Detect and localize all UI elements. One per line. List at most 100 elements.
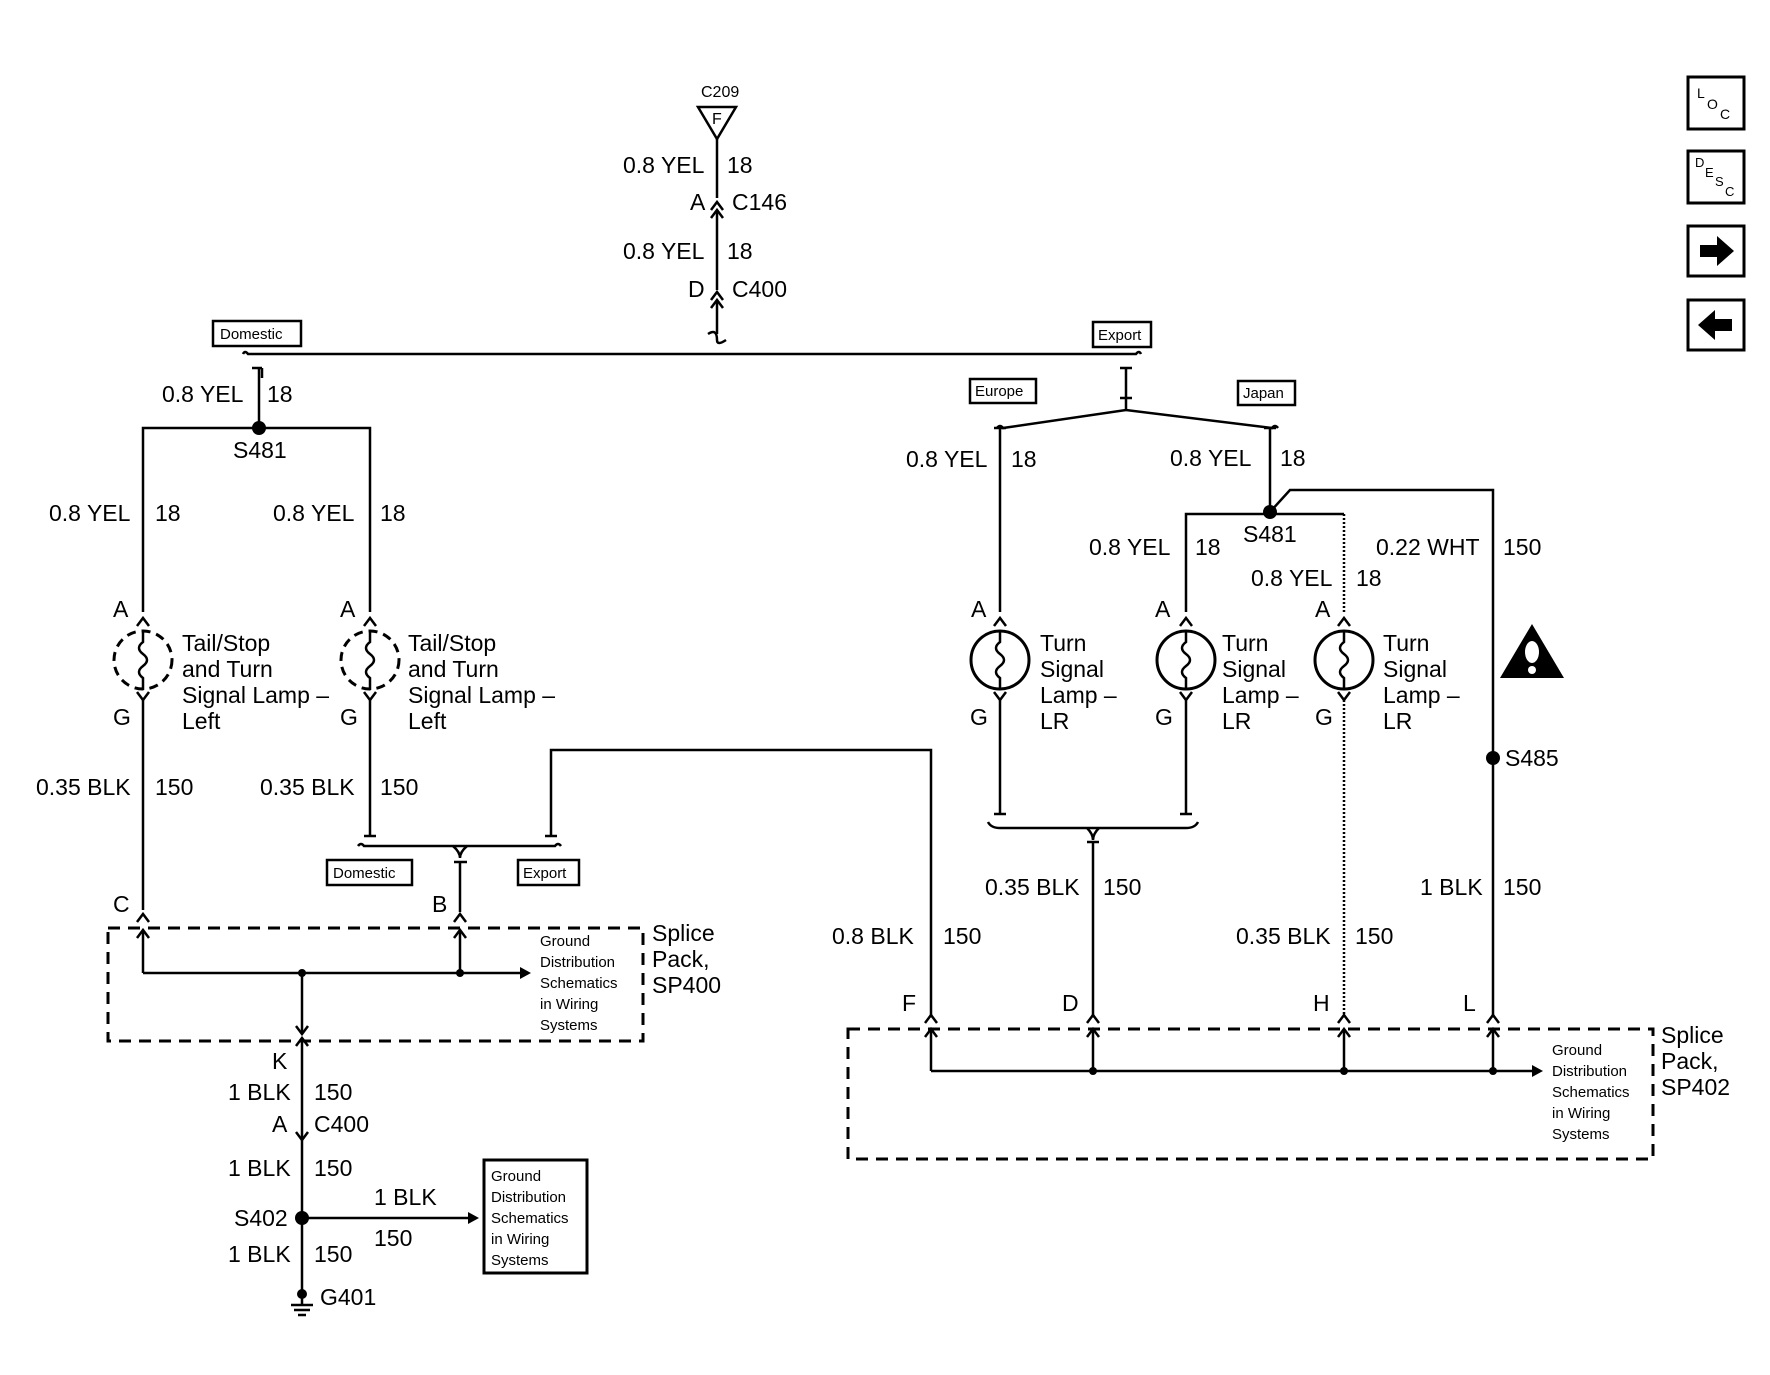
export-option-label: Export bbox=[1098, 327, 1142, 344]
lamp-pin-a: A bbox=[340, 596, 356, 622]
lamp-pin-g: G bbox=[113, 704, 131, 730]
wire-gauge: 150 bbox=[374, 1225, 412, 1251]
domestic-option-box bbox=[325, 858, 414, 887]
wire-gauge: 150 bbox=[1103, 874, 1141, 900]
lamp-name-line: Signal Lamp – bbox=[408, 682, 555, 708]
next-page-button[interactable] bbox=[1686, 224, 1746, 278]
japan-option-label: Japan bbox=[1243, 385, 1284, 402]
desc-icon: D E S C bbox=[1695, 155, 1734, 199]
connector-c146-label: C146 bbox=[732, 189, 787, 215]
wire-size-color: 0.8 YEL bbox=[623, 152, 705, 178]
lamp-name-line: Turn bbox=[1383, 630, 1429, 656]
loc-icon: L O C bbox=[1697, 85, 1730, 122]
splice-pack-name: Pack, bbox=[1661, 1048, 1719, 1074]
domestic-option-label: Domestic bbox=[333, 865, 396, 882]
wire-size-color: 0.22 WHT bbox=[1376, 534, 1480, 560]
connector-c146-symbol bbox=[710, 199, 724, 219]
right-circuit: Europe Japan 0.8 YEL 18 A G Turn Signal … bbox=[832, 366, 1730, 1161]
wire-size-color: 0.35 BLK bbox=[260, 774, 355, 800]
lamp-name-line: LR bbox=[1383, 708, 1412, 734]
loc-button[interactable]: L O C bbox=[1686, 75, 1746, 131]
wire-size-color: 0.35 BLK bbox=[36, 774, 131, 800]
ground-distribution-ref-box bbox=[482, 1158, 589, 1275]
svg-text:E: E bbox=[1705, 165, 1714, 180]
splice-pack-pin-k: K bbox=[272, 1048, 288, 1074]
wire-gauge: 150 bbox=[155, 774, 193, 800]
connector-c146-pin: A bbox=[690, 189, 706, 215]
wire-gauge: 150 bbox=[1503, 534, 1541, 560]
ground-ref-line: Systems bbox=[540, 1017, 598, 1034]
arrow-left-icon bbox=[1698, 310, 1732, 340]
lamp-pin-g: G bbox=[1155, 704, 1173, 730]
wire-size-color: 0.8 YEL bbox=[273, 500, 355, 526]
splice-pack-pin-h: H bbox=[1313, 990, 1330, 1016]
domestic-option-label: Domestic bbox=[220, 326, 283, 343]
splice-pack-sp400-outline bbox=[106, 926, 645, 1043]
wire-gauge: 150 bbox=[314, 1079, 352, 1105]
wire-size-color: 1 BLK bbox=[374, 1184, 437, 1210]
lamp-name-line: Lamp – bbox=[1383, 682, 1460, 708]
caution-icon bbox=[1500, 624, 1564, 678]
wire-size-color: 0.8 YEL bbox=[1089, 534, 1171, 560]
lamp-name-line: LR bbox=[1040, 708, 1069, 734]
splice-s485-dot bbox=[1486, 751, 1500, 765]
ground-ref-line: Distribution bbox=[540, 954, 615, 971]
wire-gauge: 150 bbox=[943, 923, 981, 949]
lamp-pin-a: A bbox=[113, 596, 129, 622]
ground-symbol-icon bbox=[291, 1303, 313, 1317]
wire-gauge: 18 bbox=[267, 381, 293, 407]
splice-s485-label: S485 bbox=[1505, 745, 1559, 771]
wire-gauge: 150 bbox=[314, 1155, 352, 1181]
export-option-box bbox=[516, 858, 581, 887]
splice-pack-pin-c: C bbox=[113, 891, 130, 917]
wire-gauge: 18 bbox=[1011, 446, 1037, 472]
splice-pack-name: Pack, bbox=[652, 946, 710, 972]
wire-gauge: 18 bbox=[1280, 445, 1306, 471]
export-option-box bbox=[1091, 320, 1153, 349]
lamp-name-line: Left bbox=[408, 708, 447, 734]
lamp-name-line: Tail/Stop bbox=[408, 630, 496, 656]
connector-c400-pin: A bbox=[272, 1111, 288, 1137]
lamp-pin-a: A bbox=[971, 596, 987, 622]
lamp-name-line: Signal Lamp – bbox=[182, 682, 329, 708]
ground-ref-line: in Wiring bbox=[540, 996, 598, 1013]
lamp-name-line: and Turn bbox=[182, 656, 273, 682]
wire-size-color: 0.8 YEL bbox=[1251, 565, 1333, 591]
arrow-right-icon bbox=[1700, 236, 1734, 266]
lamp-pin-a: A bbox=[1155, 596, 1171, 622]
wire-gauge: 18 bbox=[1356, 565, 1382, 591]
previous-page-button[interactable] bbox=[1686, 298, 1746, 352]
ground-ref-line: Ground bbox=[1552, 1042, 1602, 1059]
connector-c209-label: C209 bbox=[701, 84, 739, 101]
lamp-name-line: Signal bbox=[1222, 656, 1286, 682]
desc-button[interactable]: D E S C bbox=[1686, 149, 1746, 205]
ground-ref-line: Systems bbox=[1552, 1126, 1610, 1143]
lamp-name-line: Signal bbox=[1383, 656, 1447, 682]
wire-gauge: 150 bbox=[1503, 874, 1541, 900]
lamp-pin-g: G bbox=[970, 704, 988, 730]
wire-size-color: 0.35 BLK bbox=[1236, 923, 1331, 949]
connector-c400-label: C400 bbox=[314, 1111, 369, 1137]
wire-size-color: 0.8 YEL bbox=[906, 446, 988, 472]
japan-option-box bbox=[1236, 379, 1297, 407]
ground-g401-label: G401 bbox=[320, 1284, 376, 1310]
splice-pack-pin-d: D bbox=[1062, 990, 1079, 1016]
europe-option-box bbox=[968, 377, 1038, 405]
lamp-pin-a: A bbox=[1315, 596, 1331, 622]
splice-pack-pin-l: L bbox=[1463, 990, 1476, 1016]
svg-text:C: C bbox=[1725, 184, 1734, 199]
lamp-pin-g: G bbox=[340, 704, 358, 730]
ground-ref-line: Schematics bbox=[491, 1210, 569, 1227]
svg-text:C: C bbox=[1720, 106, 1730, 122]
ground-ref-line: Schematics bbox=[1552, 1084, 1630, 1101]
svg-text:D: D bbox=[1695, 155, 1704, 170]
wire-gauge: 18 bbox=[1195, 534, 1221, 560]
splice-pack-pin-b: B bbox=[432, 891, 447, 917]
wire-size-color: 1 BLK bbox=[228, 1079, 291, 1105]
wire-gauge: 150 bbox=[314, 1241, 352, 1267]
wire-gauge: 18 bbox=[727, 152, 753, 178]
wire-size-color: 0.8 YEL bbox=[623, 238, 705, 264]
ground-ref-line: Systems bbox=[491, 1252, 549, 1269]
domestic-option-box bbox=[211, 319, 303, 348]
